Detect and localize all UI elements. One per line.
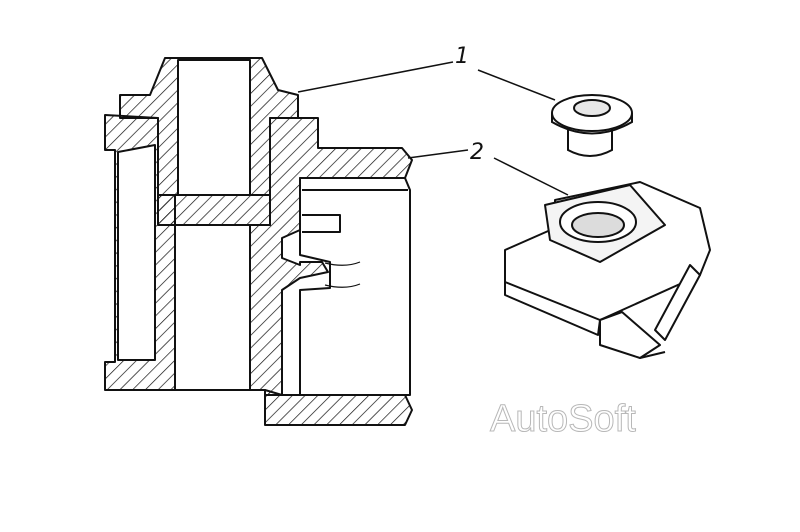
housing-section-view <box>104 57 413 426</box>
retainer-tab-edge <box>639 351 666 359</box>
bushing-bore <box>177 59 251 196</box>
bushing-flange-side <box>551 113 633 135</box>
oil-channel-lines <box>324 261 361 288</box>
bushing-hole <box>573 99 611 117</box>
right-cavity <box>299 177 411 396</box>
body-left-cavity <box>117 144 156 361</box>
part-1-bushing <box>551 94 633 157</box>
body-right-wall <box>249 117 413 396</box>
retainer-tab <box>599 311 661 359</box>
lower-bore <box>174 224 251 391</box>
bushing-body <box>567 127 613 157</box>
central-web <box>157 194 271 226</box>
callout-label-1: 1 <box>455 44 469 69</box>
leader-line-2-left <box>407 149 469 159</box>
leader-lines <box>297 61 569 196</box>
part-2-retainer <box>504 181 711 359</box>
right-cavity-inner <box>302 214 341 233</box>
watermark: AutoSoft <box>490 398 637 440</box>
leader-line-1-left <box>297 61 454 93</box>
leader-line-1-right <box>477 69 556 101</box>
callout-label-2: 2 <box>470 140 484 165</box>
retainer-hole-inner <box>571 212 625 238</box>
body-lower-flange <box>264 389 413 426</box>
leader-line-2-right <box>493 157 569 196</box>
retainer-leg <box>654 264 701 341</box>
